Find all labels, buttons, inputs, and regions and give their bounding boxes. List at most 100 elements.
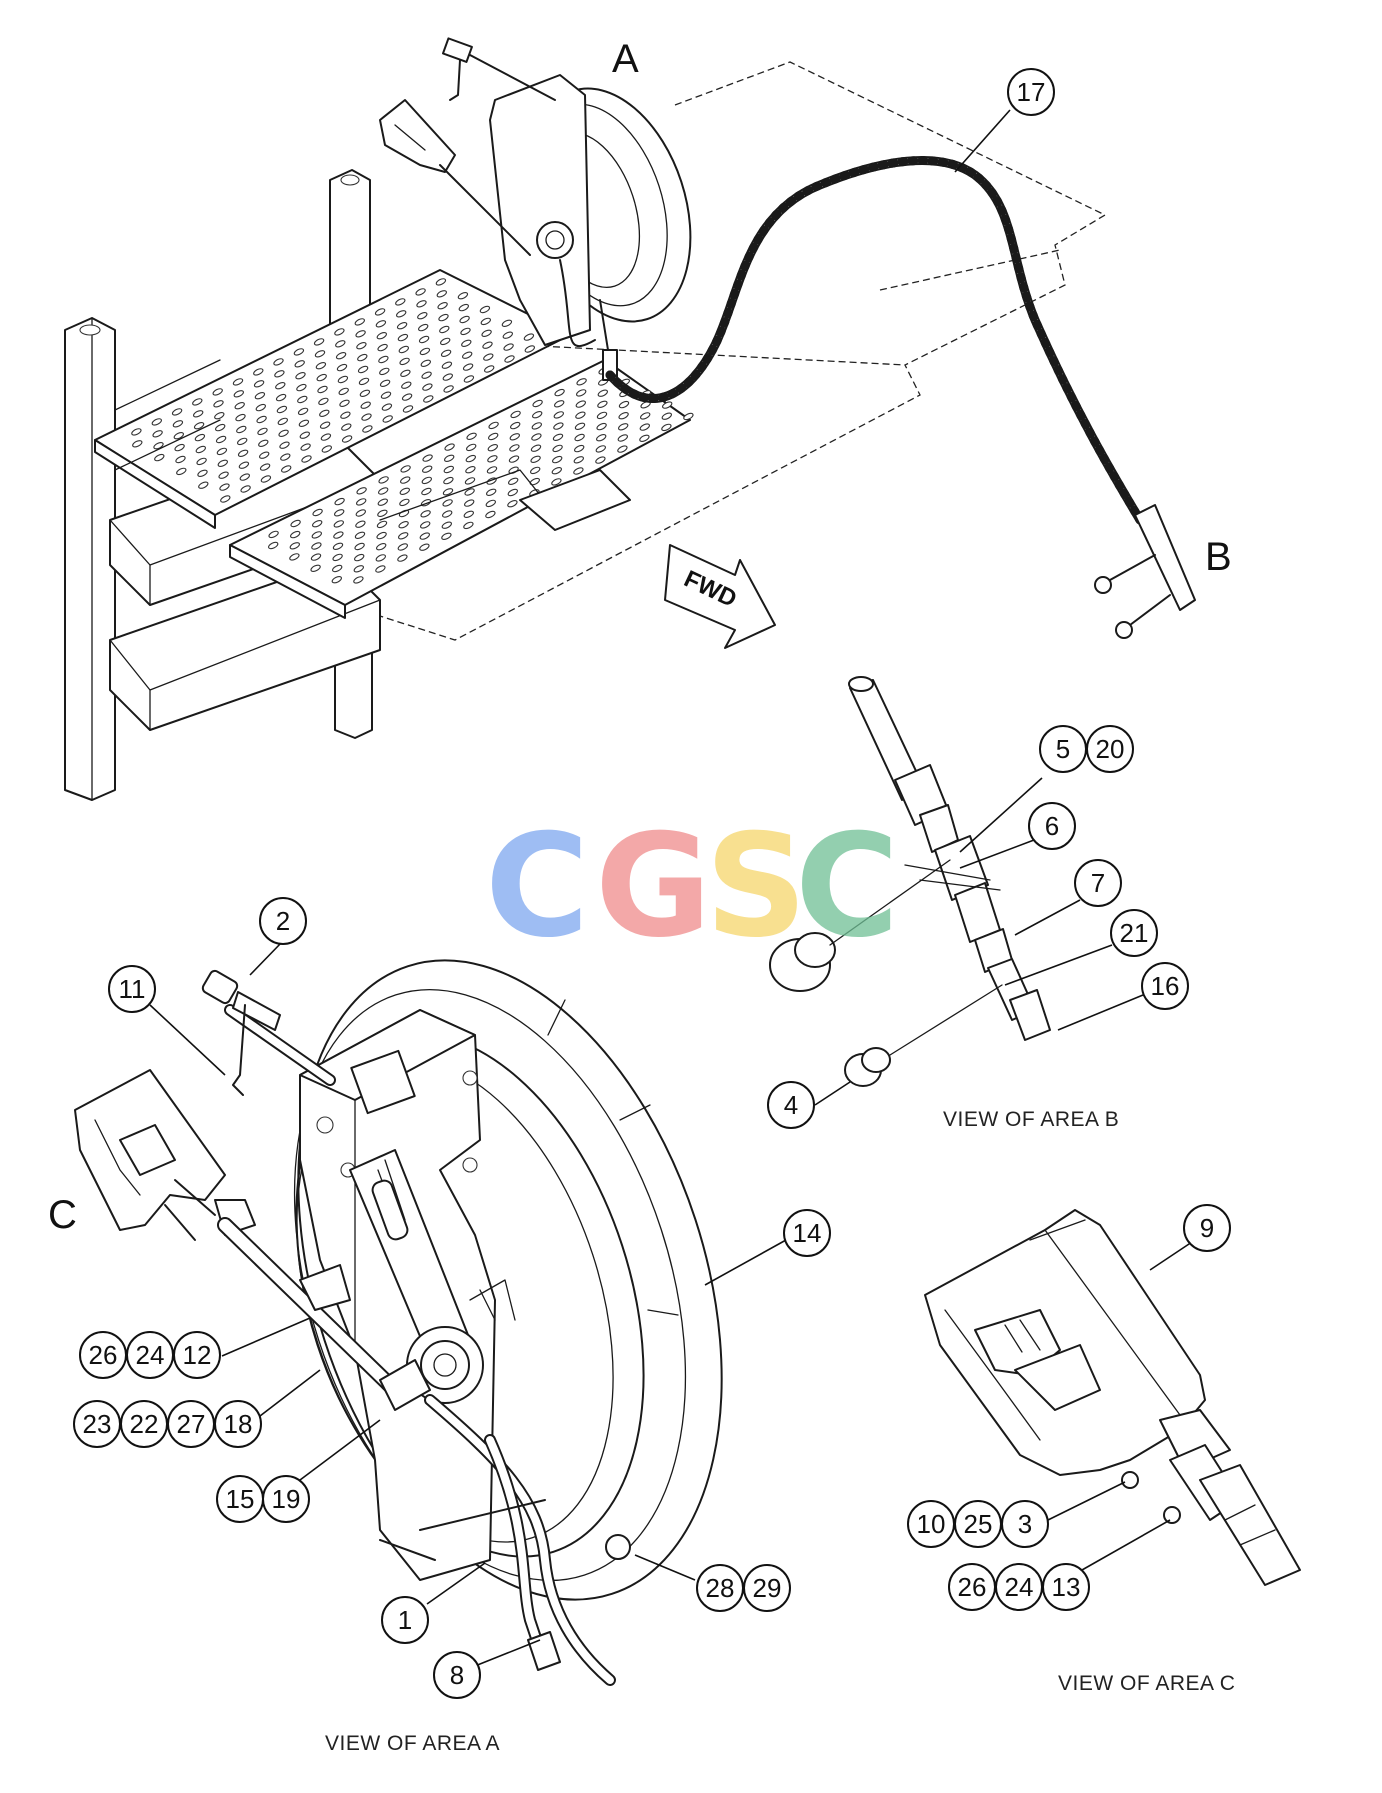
grate-hole	[280, 453, 291, 461]
grate-hole	[318, 397, 329, 406]
grate-hole	[153, 442, 164, 450]
grate-hole	[462, 351, 473, 359]
svg-text:26: 26	[89, 1340, 118, 1370]
grate-hole	[442, 488, 454, 496]
nozzle-closeup	[924, 1209, 1206, 1476]
area-letter-b: B	[1205, 535, 1232, 579]
grate-hole	[379, 367, 390, 376]
grate-hole	[487, 455, 498, 463]
watermark-letter-1: C	[485, 804, 589, 969]
grate-hole	[508, 477, 519, 485]
grate-hole	[355, 330, 366, 338]
grate-hole	[397, 543, 408, 551]
grate-hole	[395, 298, 406, 306]
grate-hole	[253, 380, 265, 388]
svg-text:3: 3	[1018, 1509, 1032, 1539]
floor-plate-outline	[329, 61, 1107, 641]
grate-hole	[154, 453, 165, 462]
grate-hole	[683, 412, 694, 421]
grate-hole	[376, 332, 387, 340]
forward-arrow: FWD	[664, 544, 776, 649]
grate-hole	[132, 440, 143, 448]
grate-hole	[618, 423, 629, 431]
grate-hole	[193, 422, 205, 430]
grate-hole	[480, 317, 491, 326]
grate-hole	[462, 363, 474, 371]
watermark: C G S C	[485, 804, 899, 969]
grate-hole	[399, 487, 410, 495]
callout-21: 21	[1110, 909, 1158, 957]
svg-text:20: 20	[1096, 734, 1125, 764]
grate-hole	[290, 530, 301, 539]
grate-hole	[597, 389, 608, 397]
grate-hole	[463, 375, 475, 383]
svg-text:24: 24	[136, 1340, 165, 1370]
grate-hole	[232, 378, 244, 386]
grate-hole	[484, 365, 495, 373]
callout-24: 24	[126, 1331, 174, 1379]
grate-hole	[312, 520, 323, 528]
grate-hole	[312, 508, 323, 517]
grate-hole	[152, 430, 163, 438]
grate-hole	[417, 312, 428, 320]
grate-hole	[376, 543, 387, 551]
grate-hole	[214, 412, 225, 420]
grate-hole	[319, 409, 330, 417]
grate-hole	[401, 393, 413, 401]
grate-hole	[508, 455, 520, 463]
grate-hole	[300, 443, 311, 451]
grate-hole	[486, 488, 497, 496]
svg-text:4: 4	[784, 1090, 798, 1120]
grate-hole	[443, 476, 454, 485]
grate-hole	[442, 499, 453, 507]
grate-hole	[197, 469, 208, 477]
callout-15: 15	[216, 1475, 264, 1523]
grate-hole	[398, 345, 409, 354]
grate-hole	[354, 542, 365, 551]
grate-hole	[551, 478, 562, 486]
callout-1: 1	[381, 1596, 429, 1644]
grate-hole	[523, 333, 535, 341]
grate-hole	[378, 476, 389, 484]
grate-hole	[240, 485, 251, 493]
grate-hole	[296, 383, 307, 392]
grate-hole	[419, 543, 430, 551]
svg-text:11: 11	[119, 974, 146, 1004]
grate-holes	[131, 278, 694, 584]
callout-19: 19	[262, 1475, 310, 1523]
grate-hole	[171, 408, 183, 416]
callout-13: 13	[1042, 1563, 1090, 1611]
callout-7: 7	[1074, 859, 1122, 907]
callout-12: 12	[173, 1331, 221, 1379]
grate-hole	[507, 488, 518, 497]
grate-hole	[362, 425, 373, 433]
grate-hole	[192, 398, 203, 406]
grate-hole	[438, 313, 449, 322]
grate-hole	[444, 454, 455, 462]
grate-hole	[299, 431, 310, 439]
callout-20: 20	[1086, 725, 1134, 773]
grate-hole	[402, 405, 414, 413]
svg-text:6: 6	[1045, 811, 1059, 841]
grate-hole	[442, 373, 453, 381]
grate-hole	[418, 335, 430, 344]
grate-hole	[552, 433, 564, 441]
callout-17: 17	[1007, 68, 1055, 116]
reel-bracket-top	[489, 74, 591, 346]
grate-hole	[639, 434, 650, 442]
grate-hole	[464, 477, 476, 485]
left-post	[64, 317, 116, 801]
grate-hole	[311, 531, 322, 539]
grate-hole	[298, 419, 310, 427]
grate-hole	[275, 393, 287, 402]
grate-hole	[196, 457, 207, 466]
grate-hole	[198, 481, 209, 489]
grate-hole	[420, 510, 431, 518]
grate-hole	[333, 520, 344, 528]
grate-hole	[378, 487, 389, 495]
grate-hole	[279, 441, 290, 449]
grate-hole	[618, 400, 630, 409]
grate-hole	[510, 410, 521, 419]
callout-16: 16	[1141, 962, 1189, 1010]
callout-29: 29	[743, 1564, 791, 1612]
